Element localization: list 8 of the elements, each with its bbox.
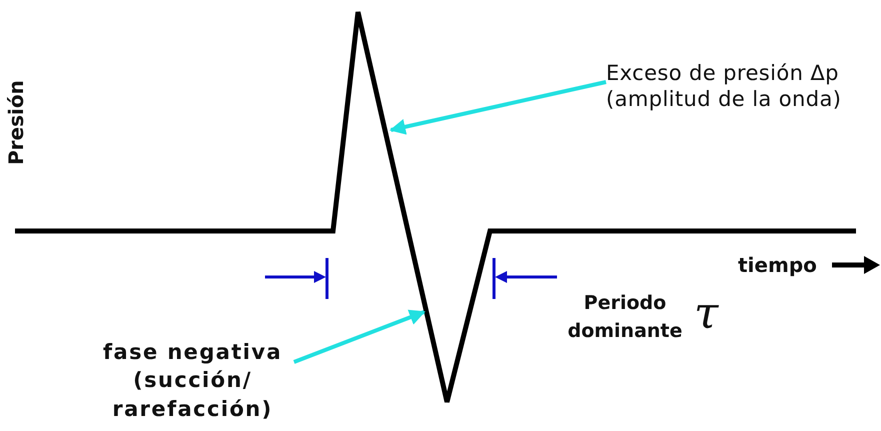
annotation-text: Periodo dominante — [566, 291, 684, 344]
axis-label: Presión — [5, 80, 27, 165]
axis-label: tiempo — [738, 254, 817, 276]
leader-line — [293, 310, 426, 364]
symbol-label: τ — [694, 290, 718, 338]
leader-line — [389, 80, 606, 135]
callout-text: fase negativa (succión/ rarefacción) — [90, 338, 295, 424]
callout-text: Exceso de presión Δp (amplitud de la onda) — [606, 60, 878, 112]
